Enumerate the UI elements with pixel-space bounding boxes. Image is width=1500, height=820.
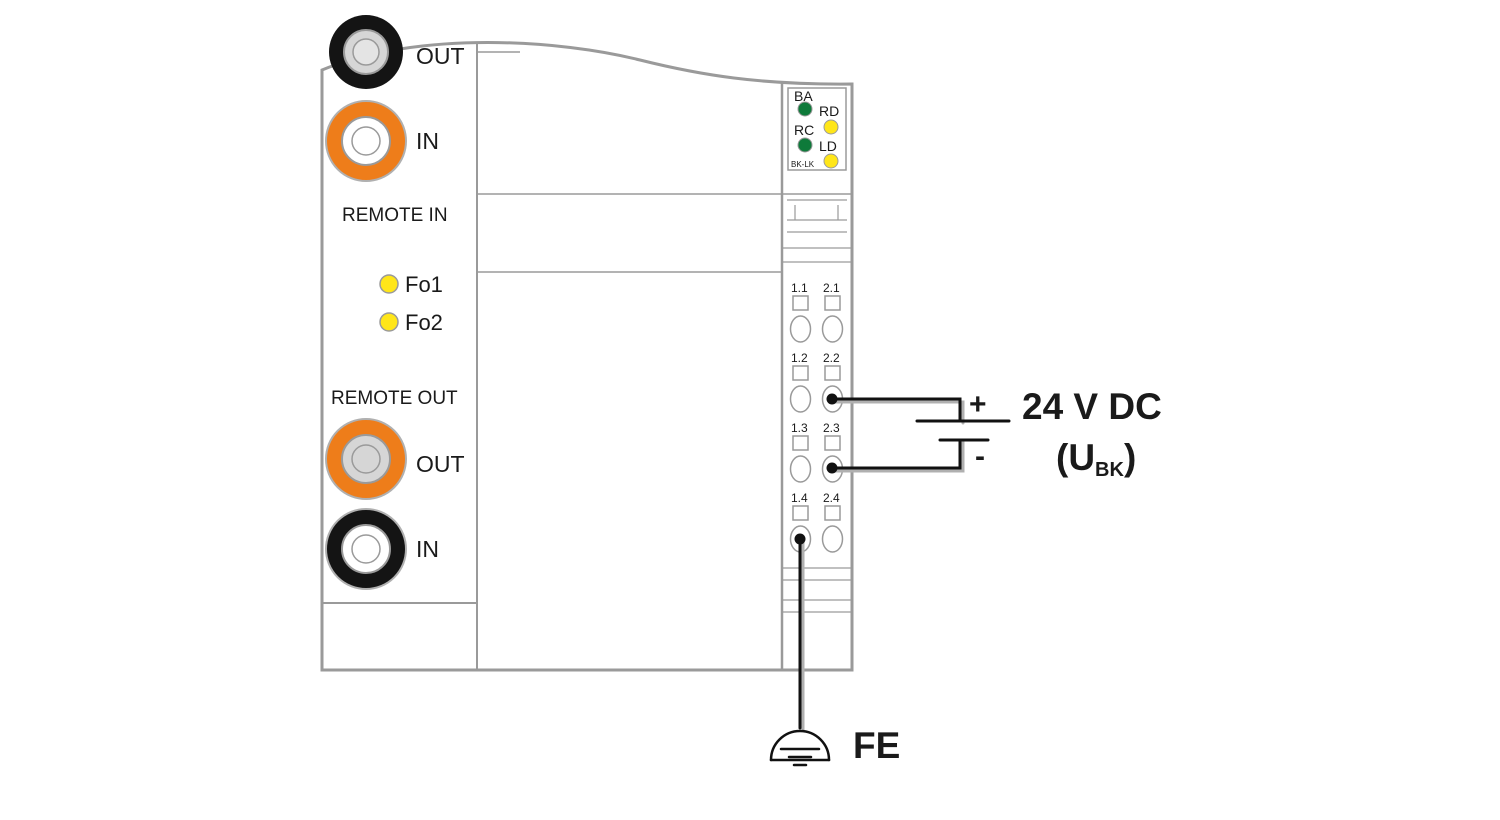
label-bottom-out: OUT [416,451,465,477]
label-rc: RC [794,122,814,138]
led-rd [823,119,839,135]
label-ubk-open: (U [1056,437,1095,478]
label-terminal-2-2: 2.2 [823,351,840,365]
bus-coupler-housing [320,41,854,672]
port-top-out [329,15,403,89]
label-ld: LD [819,138,837,154]
label-ba: BA [794,88,813,104]
label-top-in: IN [416,128,439,154]
terminal-block [789,295,844,553]
label-supply-ubk: (UBK) [1056,437,1136,481]
label-ubk-sub: BK [1095,459,1124,481]
label-terminal-2-1: 2.1 [823,281,840,295]
label-terminal-1-4: 1.4 [791,491,808,505]
label-bottom-in: IN [416,536,439,562]
label-fo1: Fo1 [405,272,443,297]
label-top-out: OUT [416,43,465,69]
label-fe: FE [853,725,900,766]
label-terminal-2-4: 2.4 [823,491,840,505]
ground-icon [769,729,831,767]
label-terminal-1-1: 1.1 [791,281,808,295]
label-bk-lk: BK-LK [791,160,815,169]
status-led-panel [787,87,847,171]
label-remote-in: REMOTE IN [342,205,448,226]
port-top-in [325,100,407,182]
label-terminal-1-2: 1.2 [791,351,808,365]
supply-wiring [826,393,1011,474]
led-ld [823,153,839,169]
label-remote-out: REMOTE OUT [331,388,458,409]
label-rd: RD [819,103,839,119]
svg-text:(UBK): (UBK) [1056,437,1136,481]
fe-wiring [794,533,806,732]
label-terminal-1-3: 1.3 [791,421,808,435]
port-bottom-in [325,508,407,590]
label-minus: - [975,440,985,473]
port-bottom-out [325,418,407,500]
led-fo1 [379,274,399,294]
label-supply-voltage: 24 V DC [1022,386,1162,427]
label-fo2: Fo2 [405,310,443,335]
label-plus: + [969,388,987,421]
label-ubk-close: ) [1124,437,1136,478]
label-terminal-2-3: 2.3 [823,421,840,435]
led-ba [797,101,813,117]
led-rc [797,137,813,153]
led-fo2 [379,312,399,332]
